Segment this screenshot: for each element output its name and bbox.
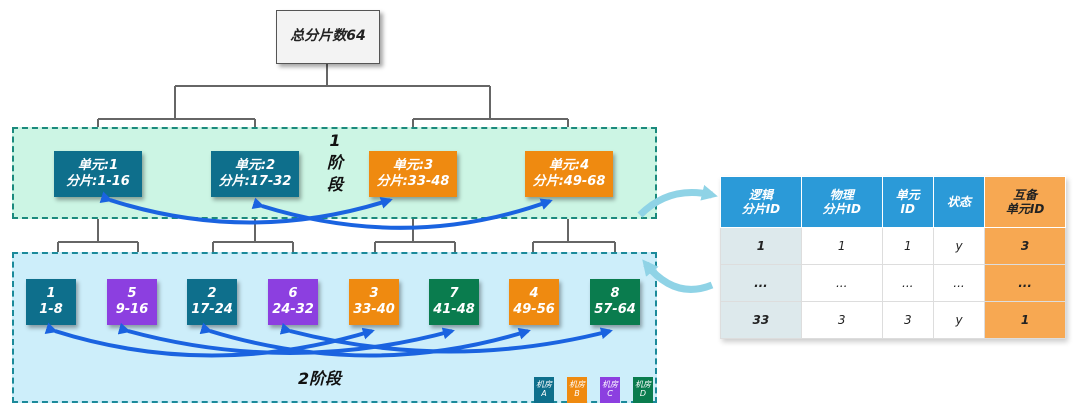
backup-arrow-shard2-shard4 (199, 322, 531, 358)
shard-line2: 1-8 (39, 302, 63, 317)
table-cell: 3 (800, 301, 883, 339)
legend-line2: C (607, 389, 613, 398)
table-cell: 33 (720, 301, 802, 339)
table-cell: ... (984, 264, 1066, 302)
unit-line1: 单元:3 (392, 157, 434, 173)
legend-room-d: 机房 D (633, 377, 653, 403)
shard-line2: 17-24 (191, 302, 233, 317)
legend-line2: B (574, 389, 580, 398)
shard-line2: 33-40 (353, 302, 395, 317)
shard-node-7: 7 41-48 (429, 279, 479, 325)
header-line: ID (900, 202, 915, 216)
stage1-label-line: 段 (326, 175, 343, 194)
shard-line1: 4 (529, 285, 539, 301)
unit-node-4: 单元:4 分片:49-68 (525, 151, 613, 197)
table-cell: 1 (800, 227, 883, 265)
table-row: ... ... ... ... ... (720, 264, 1066, 302)
shard-line2: 9-16 (115, 302, 149, 317)
header-line: 状态 (947, 194, 972, 209)
curve-arrow-from-table (642, 259, 714, 293)
shard-node-1: 1 1-8 (26, 279, 76, 325)
header-line: 逻辑 (748, 187, 773, 202)
shard-line2: 41-48 (433, 302, 475, 317)
shard-node-5: 5 9-16 (107, 279, 157, 325)
curve-arrow-to-table (637, 184, 718, 218)
root-label: 总分片数64 (290, 28, 366, 45)
legend-line1: 机房 (569, 380, 585, 390)
header-mutual-unit-id: 互备 单元ID (984, 176, 1066, 228)
shard-line1: 1 (46, 285, 56, 301)
legend-line1: 机房 (536, 380, 552, 390)
header-line: 互备 (1013, 187, 1038, 202)
shard-line1: 8 (610, 285, 620, 301)
header-line: 单元 (895, 187, 920, 202)
table-cell: 3 (881, 301, 934, 339)
header-physical-shard-id: 物理 分片ID (800, 176, 883, 228)
unit-line2: 分片:49-68 (532, 174, 606, 189)
stage1-label-line: 阶 (326, 153, 343, 172)
header-line: 物理 (829, 187, 854, 202)
header-line: 分片ID (822, 202, 861, 216)
unit-node-1: 单元:1 分片:1-16 (54, 151, 142, 197)
shard-line1: 7 (449, 285, 459, 301)
shard-node-8: 8 57-64 (590, 279, 640, 325)
backup-arrow-unit2-unit4 (251, 197, 553, 230)
unit-line1: 单元:4 (548, 157, 590, 173)
table-cell: ... (800, 264, 883, 302)
unit-line1: 单元:2 (234, 157, 276, 173)
backup-arrow-shard5-shard7 (117, 322, 455, 355)
table-cell: ... (881, 264, 934, 302)
legend-line1: 机房 (635, 380, 651, 390)
shard-line1: 2 (207, 285, 217, 301)
unit-line2: 分片:1-16 (66, 174, 130, 189)
stage1-label-line: 1 (329, 131, 341, 150)
table-cell: y (932, 227, 986, 265)
root-tree (94, 63, 572, 152)
shard-node-3: 3 33-40 (349, 279, 399, 325)
legend-room-b: 机房 B (567, 377, 587, 403)
table-cell: ... (720, 264, 802, 302)
backup-arrow-shard1-shard3 (44, 322, 375, 358)
stage1-label: 1 阶 段 (323, 130, 347, 196)
header-unit-id: 单元 ID (881, 176, 934, 228)
legend-line2: D (639, 389, 647, 398)
header-line: 单元ID (1005, 202, 1045, 216)
shard-line2: 24-32 (272, 302, 314, 317)
shard-line2: 49-56 (513, 302, 555, 317)
shard-line1: 6 (288, 285, 298, 301)
table-row: 33 3 3 y 1 (720, 301, 1066, 339)
shard-line1: 3 (369, 285, 379, 301)
unit-node-3: 单元:3 分片:33-48 (369, 151, 457, 197)
shard-node-4: 4 49-56 (509, 279, 559, 325)
table-cell: ... (932, 264, 986, 302)
table-header-row: 逻辑 分片ID 物理 分片ID 单元 ID 状态 互备 单元ID (720, 176, 1066, 228)
header-status: 状态 (932, 176, 986, 228)
table-cell: 1 (984, 301, 1066, 339)
backup-arrow-unit1-unit3 (99, 191, 393, 225)
table-cell: 1 (881, 227, 934, 265)
shard-mapping-table: 逻辑 分片ID 物理 分片ID 单元 ID 状态 互备 单元ID 1 1 (720, 176, 1066, 339)
root-node: 总分片数64 (276, 10, 380, 64)
unit-node-2: 单元:2 分片:17-32 (211, 151, 299, 197)
header-line: 分片ID (741, 202, 781, 216)
table-cell: 1 (720, 227, 802, 265)
stage2-label: 2阶段 (298, 369, 342, 388)
shard-node-6: 6 24-32 (268, 279, 318, 325)
table-cell: 3 (984, 227, 1066, 265)
shard-line1: 5 (127, 285, 137, 301)
legend-line2: A (541, 389, 547, 398)
shard-node-2: 2 17-24 (187, 279, 237, 325)
legend-room-a: 机房 A (534, 377, 554, 403)
legend-room-c: 机房 C (600, 377, 620, 403)
unit-line1: 单元:1 (77, 157, 119, 173)
unit-line2: 分片:17-32 (218, 174, 292, 189)
legend-line1: 机房 (602, 380, 618, 390)
table-cell: y (932, 301, 986, 339)
backup-arrow-shard6-shard8 (279, 322, 613, 354)
header-logical-shard-id: 逻辑 分片ID (720, 176, 802, 228)
unit-line2: 分片:33-48 (376, 174, 450, 189)
table-row: 1 1 1 y 3 (720, 227, 1066, 265)
shard-line2: 57-64 (594, 302, 636, 317)
